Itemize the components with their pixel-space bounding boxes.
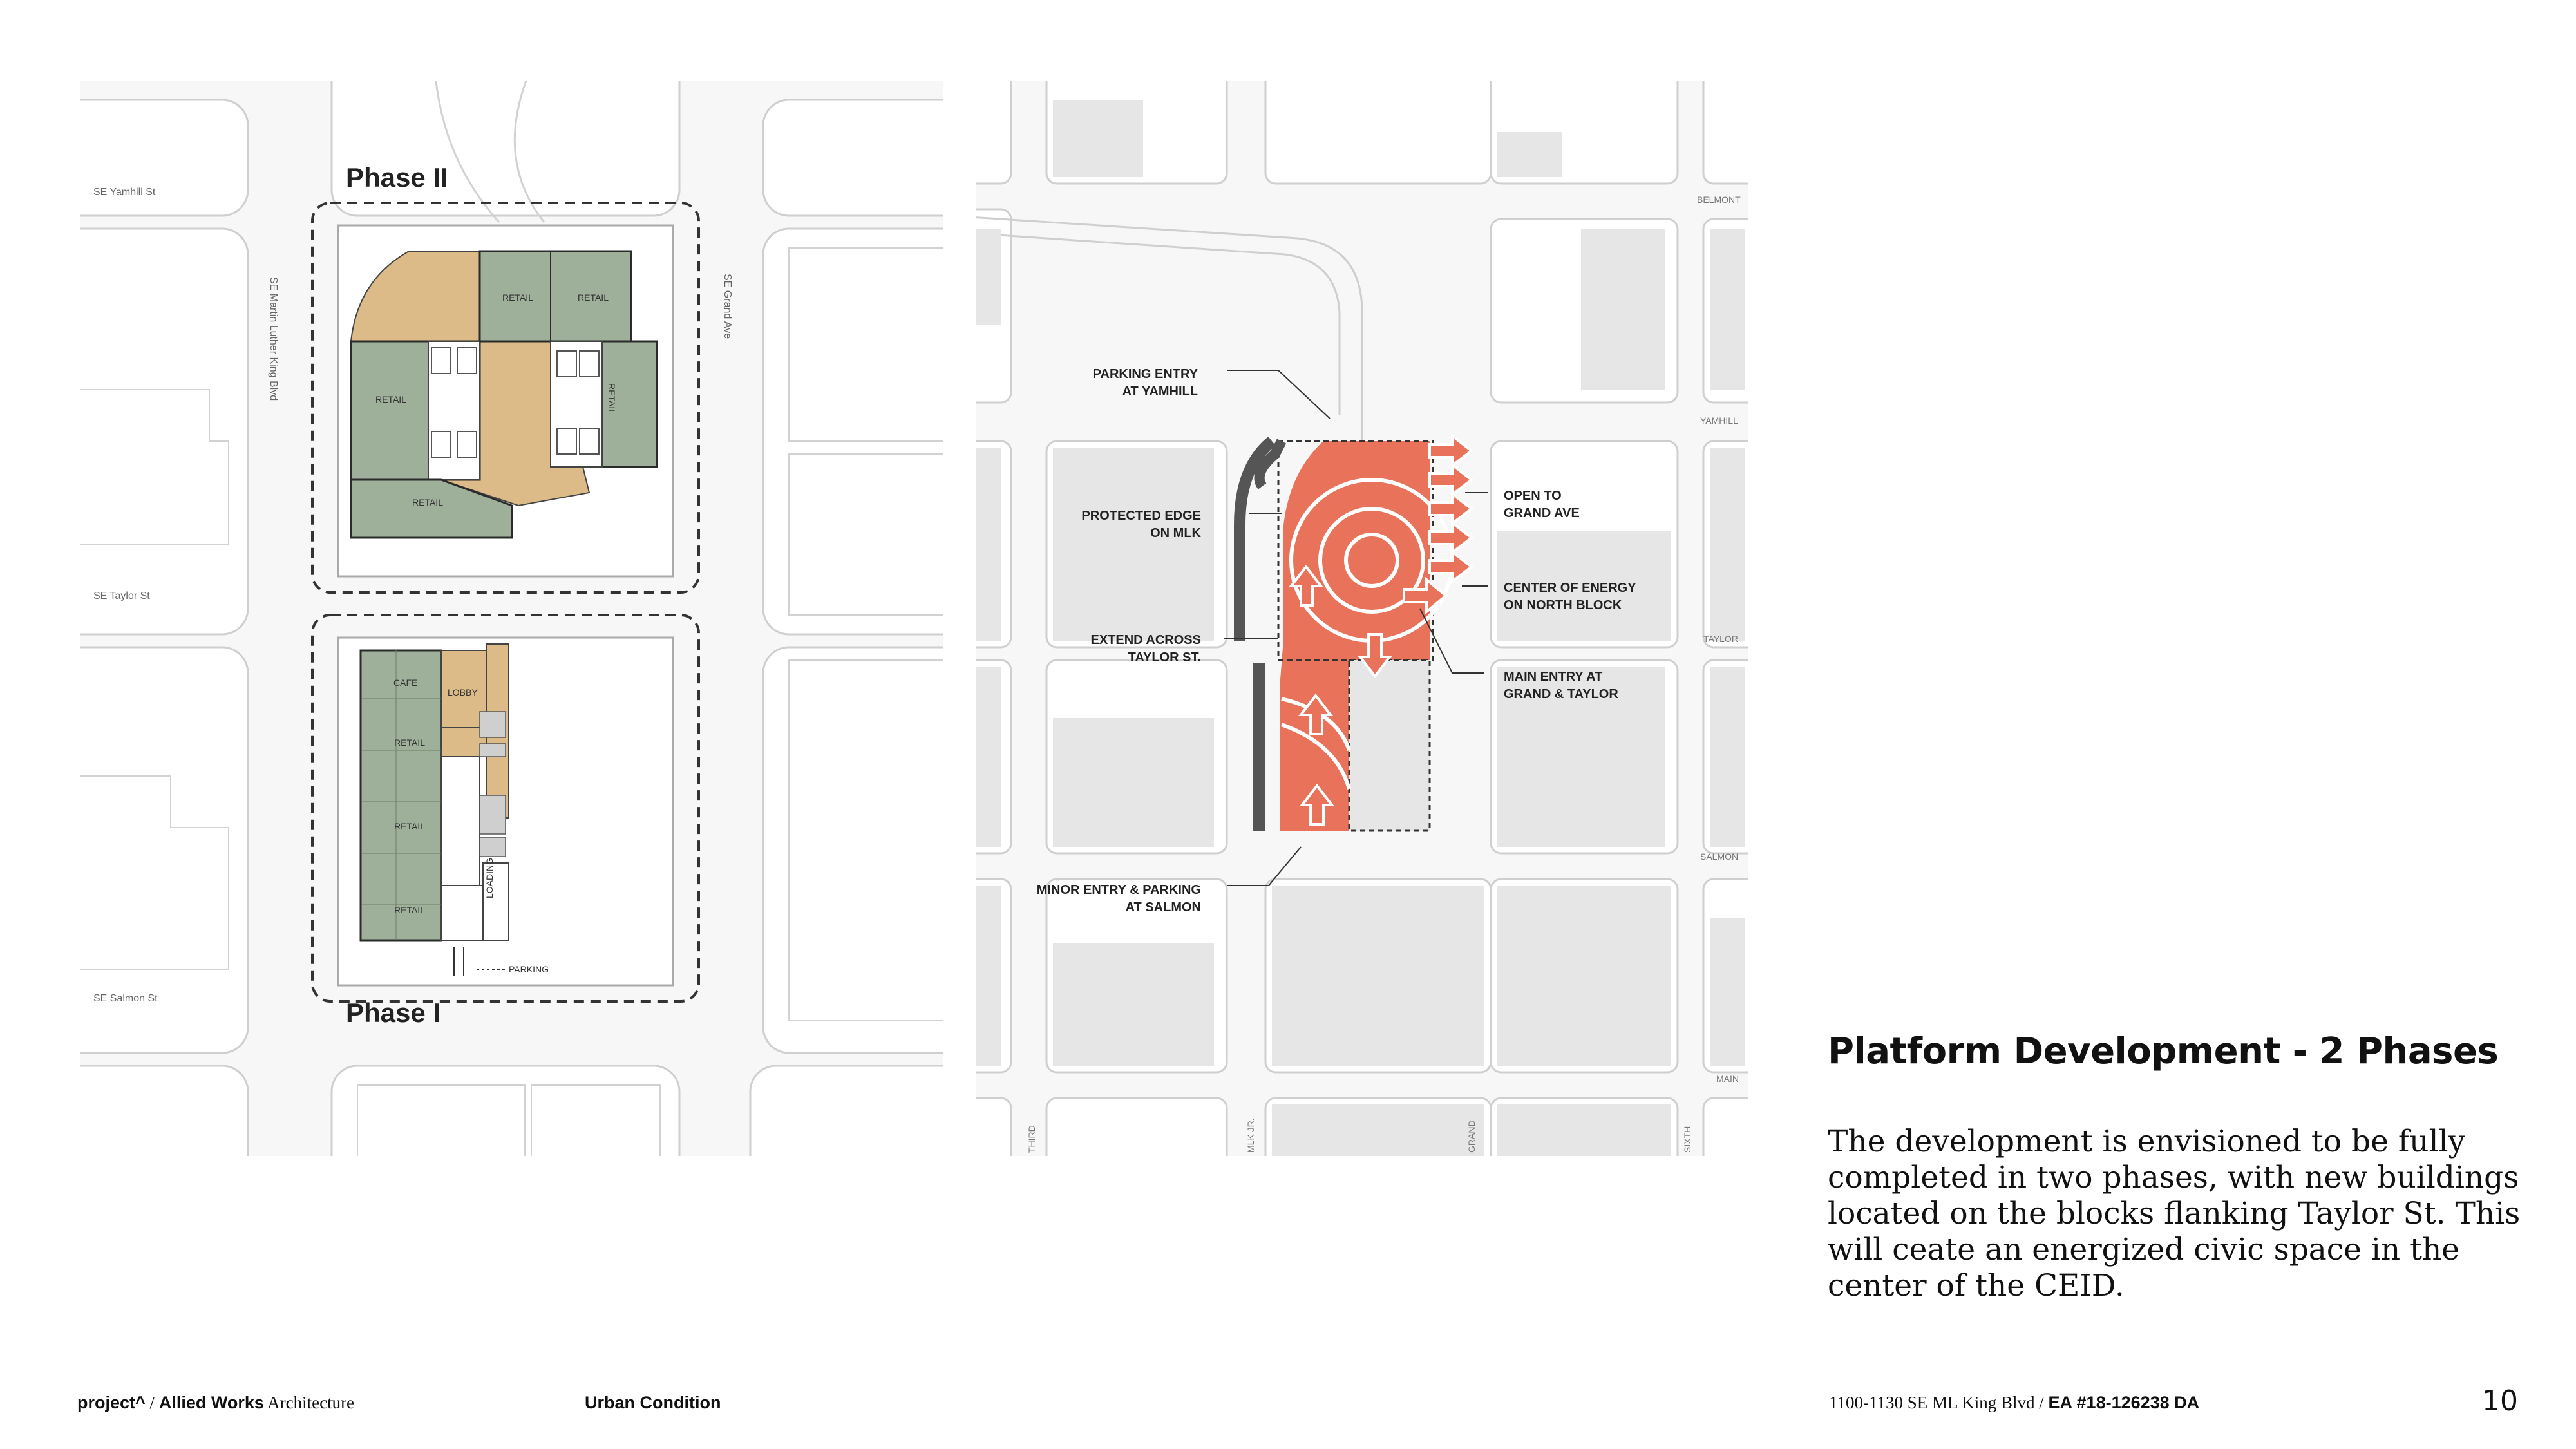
street-label-grand: GRAND <box>1466 1120 1477 1153</box>
callout-center-energy-line2: ON NORTH BLOCK <box>1504 598 1622 612</box>
room-label-retail: RETAIL <box>607 383 617 414</box>
callout-minor-entry-line2: AT SALMON <box>1126 900 1201 914</box>
context-building-outlines <box>80 247 943 1156</box>
context-buildings <box>976 100 1745 1156</box>
street-label-grand: SE Grand Ave <box>722 274 733 339</box>
footer-address: 1100-1130 SE ML King Blvd / EA #18-12623… <box>1829 1393 2199 1413</box>
concept-diagram-svg: PARKING ENTRY AT YAMHILL PROTECTED EDGE … <box>976 80 1748 1156</box>
street-label-salmon: SE Salmon St <box>93 993 158 1004</box>
concept-diagram-figure: PARKING ENTRY AT YAMHILL PROTECTED EDGE … <box>976 80 1748 1156</box>
footer-firm: project^ / Allied Works Architecture <box>77 1393 354 1413</box>
phase1-boundary <box>311 614 700 1003</box>
street-label-sixth: SIXTH <box>1682 1126 1692 1153</box>
callout-extend-across-line1: EXTEND ACROSS <box>1090 633 1201 647</box>
callout-parking-entry-line2: AT YAMHILL <box>1122 384 1198 399</box>
room-label-lobby: LOBBY <box>448 687 478 697</box>
room-label-retail: RETAIL <box>394 821 425 831</box>
street-label-taylor: SE Taylor St <box>93 591 150 601</box>
phase1-plan <box>337 636 674 987</box>
footer-ea-number: EA #18-126238 DA <box>2048 1393 2200 1412</box>
street-labels: BELMONT YAMHILL TAYLOR SALMON MAIN THIRD… <box>1027 194 1741 1153</box>
context-blocks <box>80 80 943 1156</box>
street-label-yamhill: YAMHILL <box>1700 415 1738 426</box>
footer-firm-suffix: Architecture <box>263 1393 355 1412</box>
callout-protected-edge-line2: ON MLK <box>1150 526 1201 540</box>
phase1-label: Phase I <box>346 998 440 1028</box>
room-label-retail: RETAIL <box>412 497 443 507</box>
callout-center-energy-line1: CENTER OF ENERGY <box>1504 581 1636 595</box>
room-label-retail: RETAIL <box>394 737 425 748</box>
street-label-mlk: SE Martin Luther King Blvd <box>268 277 279 401</box>
footer-firm-name: Allied Works <box>158 1393 264 1412</box>
footer-project: project^ <box>77 1393 146 1412</box>
room-label-cafe: CAFE <box>393 677 417 688</box>
room-label-retail: RETAIL <box>375 394 406 404</box>
phase2-plan <box>337 224 674 578</box>
phasing-plan-figure: Phase II Phase I SE Yamhill St SE Taylor… <box>80 80 943 1156</box>
callout-labels: PARKING ENTRY AT YAMHILL PROTECTED EDGE … <box>1037 367 1636 914</box>
callout-open-to-line1: OPEN TO <box>1504 489 1562 503</box>
footer-section-title: Urban Condition <box>585 1393 721 1412</box>
room-label-retail: RETAIL <box>502 292 533 303</box>
street-label-belmont: BELMONT <box>1697 194 1741 205</box>
callout-protected-edge-line1: PROTECTED EDGE <box>1081 509 1201 523</box>
callout-main-entry-line2: GRAND & TAYLOR <box>1504 687 1618 701</box>
street-label-taylor: TAYLOR <box>1703 634 1738 644</box>
room-label-retail: RETAIL <box>394 905 425 915</box>
footer-separator: / <box>145 1393 159 1412</box>
civic-space-diagram <box>1234 433 1474 832</box>
street-label-yamhill: SE Yamhill St <box>93 187 156 198</box>
structural-grid <box>361 650 441 940</box>
page-number: 10 <box>2482 1385 2518 1417</box>
footer-separator: / <box>2034 1393 2049 1412</box>
room-label-loading: LOADING <box>484 858 495 898</box>
room-label-retail: RETAIL <box>578 292 609 303</box>
street-label-mlk: MLK JR. <box>1245 1118 1256 1153</box>
callout-parking-entry-line1: PARKING ENTRY <box>1093 367 1198 381</box>
body-paragraph: The development is envisioned to be full… <box>1828 1124 2521 1303</box>
callout-leaders <box>1224 370 1488 886</box>
phasing-plan-svg: Phase II Phase I SE Yamhill St SE Taylor… <box>80 80 943 1156</box>
phase2-boundary <box>311 202 700 594</box>
callout-main-entry-line1: MAIN ENTRY AT <box>1504 670 1602 684</box>
footer-address-text: 1100-1130 SE ML King Blvd <box>1829 1393 2035 1412</box>
callout-extend-across-line2: TAYLOR ST. <box>1128 650 1201 665</box>
callout-open-to-line2: GRAND AVE <box>1504 506 1580 520</box>
callout-minor-entry-line1: MINOR ENTRY & PARKING <box>1037 883 1201 897</box>
room-label-parking: PARKING <box>509 964 549 974</box>
street-label-salmon: SALMON <box>1700 851 1738 862</box>
street-label-main: MAIN <box>1716 1074 1739 1084</box>
street-label-third: THIRD <box>1027 1125 1037 1153</box>
section-heading: Platform Development - 2 Phases <box>1828 1030 2499 1072</box>
phase2-label: Phase II <box>346 162 448 193</box>
room-labels: RETAIL RETAIL RETAIL RETAIL RETAIL CAFE … <box>375 292 617 974</box>
